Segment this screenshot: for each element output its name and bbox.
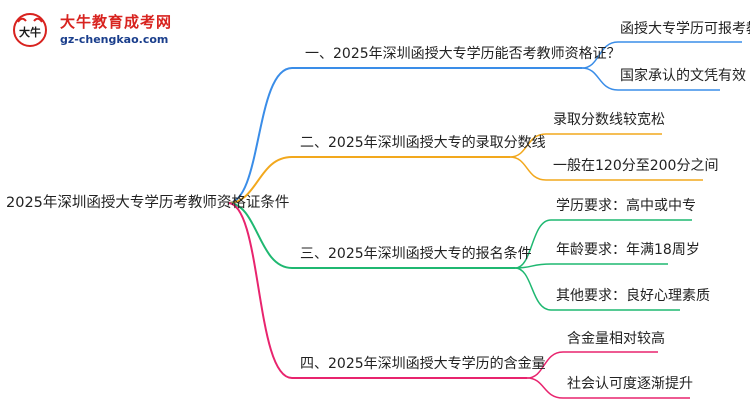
bull-logo-icon: 大牛 (13, 13, 47, 47)
root-to-branch-3 (227, 202, 515, 269)
site-logo[interactable]: 大牛 大牛教育成考网 gz-chengkao.com (8, 8, 188, 52)
branch-4-child-2: 社会认可度逐渐提升 (567, 376, 693, 392)
branch-4-child-2-line (526, 377, 690, 399)
branch-1-child-1: 函授大专学历可报考教资 (620, 21, 750, 37)
branch-2-child-1: 录取分数线较宽松 (553, 112, 665, 128)
branch-2-child-1-line (509, 133, 662, 158)
logo-mark-text: 大牛 (19, 25, 41, 39)
branch-3-child-3-line (514, 267, 680, 311)
branch-2-child-2-line (509, 156, 703, 181)
branch-4-child-1-line (526, 351, 658, 379)
root-topic: 2025年深圳函授大专学历考教师资格证条件 (6, 195, 290, 211)
branch-3-child-1: 学历要求：高中或中专 (556, 198, 696, 214)
branch-3-child-2: 年龄要求：年满18周岁 (556, 242, 700, 258)
branch-3-child-3: 其他要求：良好心理素质 (556, 288, 710, 304)
root-to-branch-4 (227, 202, 527, 379)
branch-4-child-1: 含金量相对较高 (567, 331, 665, 347)
branch-1-child-2: 国家承认的文凭有效 (620, 68, 746, 84)
root-to-branch-2 (227, 156, 510, 204)
branch-3-child-2-line (514, 263, 668, 269)
branch-1-label: 一、2025年深圳函授大专学历能否考教师资格证？ (305, 46, 621, 62)
site-name: 大牛教育成考网 (60, 13, 173, 31)
site-url: gz-chengkao.com (60, 33, 169, 46)
root-to-branch-1 (227, 67, 582, 204)
branch-3-child-1-line (514, 219, 692, 269)
branch-1-child-2-line (581, 67, 720, 91)
branch-3-label: 三、2025年深圳函授大专的报名条件 (300, 246, 532, 262)
branch-2-label: 二、2025年深圳函授大专的录取分数线 (300, 135, 546, 151)
branch-1-child-1-line (581, 41, 742, 69)
branch-4-label: 四、2025年深圳函授大专学历的含金量 (300, 356, 546, 372)
branch-2-child-2: 一般在120分至200分之间 (553, 158, 719, 174)
